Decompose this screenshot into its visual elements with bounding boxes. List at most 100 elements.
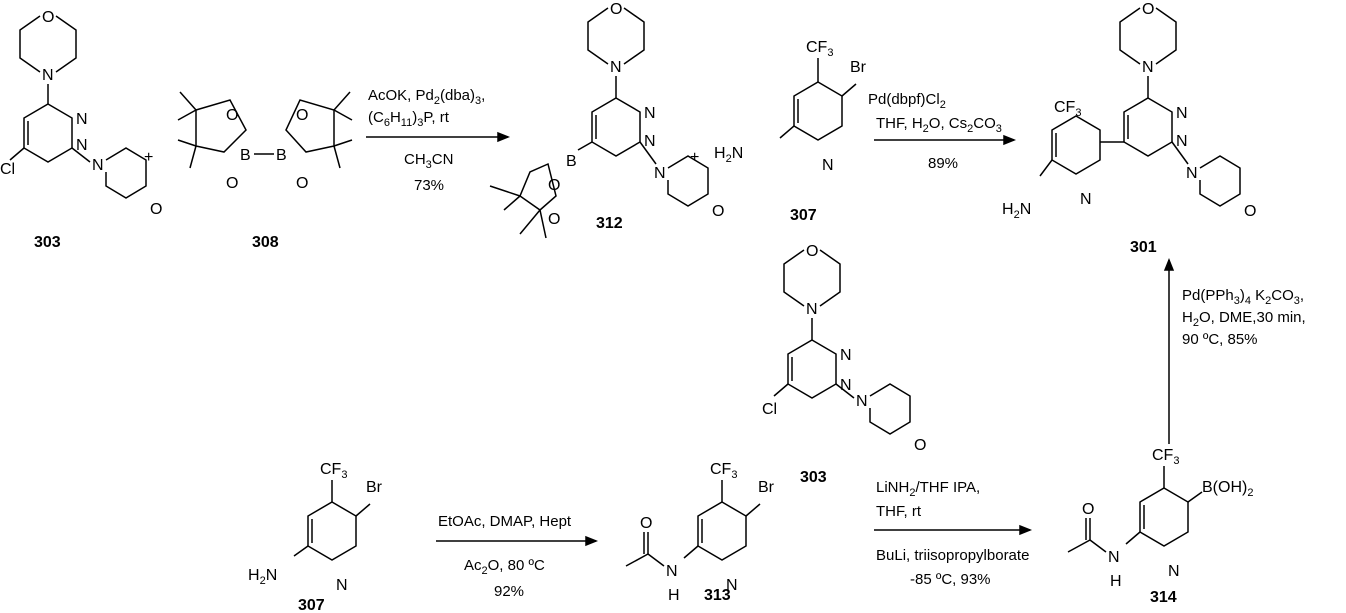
svg-text:LiNH2/THF IPA,: LiNH2/THF IPA, [876, 479, 980, 499]
svg-text:O: O [548, 177, 560, 194]
svg-text:O: O [1142, 1, 1154, 18]
svg-text:THF, rt: THF, rt [876, 503, 922, 520]
svg-text:Ac2O, 80 ºC: Ac2O, 80 ºC [464, 557, 545, 577]
svg-text:N: N [644, 105, 656, 122]
svg-text:(C6H11)3P, rt: (C6H11)3P, rt [368, 109, 450, 129]
svg-text:CH3CN: CH3CN [404, 151, 453, 171]
arrowhead [585, 535, 599, 547]
svg-text:N: N [1186, 165, 1198, 182]
svg-text:CF3: CF3 [1054, 99, 1081, 119]
svg-text:N: N [666, 563, 678, 580]
svg-text:N: N [644, 133, 656, 150]
plus-sign: + [144, 149, 153, 166]
svg-text:Br: Br [366, 479, 383, 496]
svg-text:THF, H2O, Cs2CO3: THF, H2O, Cs2CO3 [876, 115, 1002, 135]
svg-text:H2O, DME,30 min,: H2O, DME,30 min, [1182, 309, 1306, 329]
arrowhead [1163, 257, 1175, 271]
svg-text:O: O [806, 243, 818, 260]
compound-312-structure: O N N N B O O N O 312 [489, 1, 724, 239]
reaction-1: AcOK, Pd2(dba)3, (C6H11)3P, rt CH3CN 73% [366, 87, 511, 194]
arrowhead [1003, 134, 1017, 146]
svg-text:H: H [668, 587, 680, 604]
arrowhead [497, 131, 511, 143]
oxygen-atom: O [296, 107, 308, 124]
svg-text:H: H [1110, 573, 1122, 590]
svg-text:AcOK, Pd2(dba)3,: AcOK, Pd2(dba)3, [368, 87, 485, 107]
svg-text:O: O [610, 1, 622, 18]
svg-text:B: B [566, 153, 577, 170]
svg-text:Br: Br [850, 59, 867, 76]
compound-number: 308 [252, 234, 279, 251]
reaction-5: LiNH2/THF IPA, THF, rt BuLi, triisopropy… [874, 479, 1033, 588]
svg-text:N: N [1168, 563, 1180, 580]
svg-text:N: N [654, 165, 666, 182]
arrowhead [1019, 524, 1033, 536]
chlorine-atom: Cl [0, 161, 15, 178]
morpholine-nitrogen: N [92, 157, 104, 174]
oxygen-atom: O [226, 107, 238, 124]
svg-text:N: N [806, 301, 818, 318]
svg-text:H2N: H2N [1002, 201, 1031, 221]
svg-text:O: O [1082, 501, 1094, 518]
svg-text:N: N [822, 157, 834, 174]
yield-label: 73% [414, 177, 444, 194]
svg-text:B(OH)2: B(OH)2 [1202, 479, 1253, 499]
svg-text:H2N: H2N [248, 567, 277, 587]
svg-text:Cl: Cl [762, 401, 777, 418]
svg-text:CF3: CF3 [1152, 447, 1179, 467]
yield-label: 92% [494, 583, 524, 600]
compound-number: 303 [800, 469, 827, 486]
svg-text:N: N [726, 577, 738, 594]
pyrimidine-nitrogen: N [76, 111, 88, 128]
svg-text:O: O [712, 203, 724, 220]
compound-314-structure: CF3 B(OH)2 N N H O 314 [1067, 447, 1253, 606]
svg-text:Pd(dbpf)Cl2: Pd(dbpf)Cl2 [868, 91, 946, 111]
svg-text:Pd(PPh3)4 K2CO3,: Pd(PPh3)4 K2CO3, [1182, 287, 1304, 307]
boron-atom: B [240, 147, 251, 164]
morpholine-nitrogen: N [42, 67, 54, 84]
morpholine-oxygen: O [42, 9, 54, 26]
compound-301-structure: O N N N N O CF3 N H2N 301 [1002, 1, 1256, 256]
morpholine-oxygen: O [150, 201, 162, 218]
compound-303b-structure: O N N N Cl N O 303 [762, 243, 926, 486]
svg-text:O: O [548, 211, 560, 228]
compound-307-structure: CF3 Br N H2N 307 [714, 39, 867, 224]
oxygen-atom: O [296, 175, 308, 192]
svg-text:N: N [856, 393, 868, 410]
yield-label: 89% [928, 155, 958, 172]
svg-text:N: N [1142, 59, 1154, 76]
svg-text:N: N [336, 577, 348, 594]
svg-text:N: N [1080, 191, 1092, 208]
compound-number: 303 [34, 234, 61, 251]
svg-text:90 ºC, 85%: 90 ºC, 85% [1182, 331, 1258, 348]
reaction-4: EtOAc, DMAP, Hept Ac2O, 80 ºC 92% [436, 513, 599, 600]
compound-number: 307 [298, 597, 325, 613]
svg-text:N: N [840, 347, 852, 364]
svg-text:Br: Br [758, 479, 775, 496]
reaction-3: Pd(PPh3)4 K2CO3, H2O, DME,30 min, 90 ºC,… [1163, 257, 1306, 444]
boron-atom: B [276, 147, 287, 164]
svg-text:CF3: CF3 [710, 461, 737, 481]
svg-text:H2N: H2N [714, 145, 743, 165]
compound-number: 313 [704, 587, 731, 604]
compound-number: 307 [790, 207, 817, 224]
svg-text:O: O [1244, 203, 1256, 220]
compound-number: 312 [596, 215, 623, 232]
compound-number: 301 [1130, 239, 1157, 256]
compound-303-structure: O N N N Cl N O 303 [0, 9, 162, 251]
reaction-2: Pd(dbpf)Cl2 THF, H2O, Cs2CO3 89% [868, 91, 1017, 172]
compound-307b-structure: CF3 Br N H2N 307 [248, 461, 383, 613]
compound-number: 314 [1150, 589, 1177, 606]
svg-text:N: N [610, 59, 622, 76]
oxygen-atom: O [226, 175, 238, 192]
svg-text:N: N [1176, 105, 1188, 122]
svg-text:EtOAc, DMAP, Hept: EtOAc, DMAP, Hept [438, 513, 572, 530]
plus-sign: + [690, 149, 699, 166]
svg-text:O: O [914, 437, 926, 454]
svg-text:N: N [840, 377, 852, 394]
svg-text:O: O [640, 515, 652, 532]
yield-label: -85 ºC, 93% [910, 571, 991, 588]
compound-308-structure: B B O O O O 308 [177, 91, 353, 251]
compound-313-structure: CF3 Br N N H O 313 [625, 461, 775, 604]
